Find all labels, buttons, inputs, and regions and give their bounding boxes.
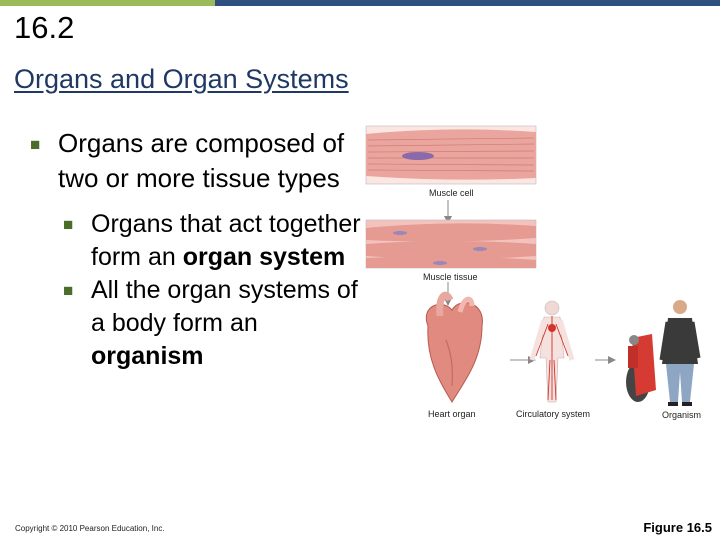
term-organism: organism bbox=[91, 342, 204, 370]
bullet-organs-composed: ■ Organs are composed of two or more tis… bbox=[30, 126, 365, 196]
figure-label: Figure 16.5 bbox=[643, 520, 712, 535]
top-accent-bar-green bbox=[0, 0, 215, 6]
term-organ-system: organ system bbox=[182, 243, 346, 271]
label-muscle-tissue: Muscle tissue bbox=[423, 272, 478, 282]
arrow-right-icon bbox=[608, 356, 616, 364]
top-accent-bar-navy bbox=[215, 0, 720, 6]
label-organism: Organism bbox=[662, 410, 702, 420]
slide-title: Organs and Organ Systems bbox=[14, 64, 349, 94]
subbullet-text: All the organ systems of a body form an bbox=[91, 276, 358, 337]
label-muscle-cell: Muscle cell bbox=[429, 188, 474, 198]
circulatory-system-image bbox=[529, 300, 575, 403]
muscle-cell-image bbox=[365, 125, 537, 185]
square-bullet-icon: ■ bbox=[63, 215, 74, 234]
subbullet-organism: ■ All the organ systems of a body form a… bbox=[63, 274, 365, 373]
label-heart-organ: Heart organ bbox=[428, 409, 476, 419]
subbullet-organ-system: ■ Organs that act together form an organ… bbox=[63, 208, 365, 274]
subbullet-text: Organs that act together form an bbox=[91, 210, 361, 271]
heart-organ-image bbox=[425, 291, 483, 403]
bullet-text: Organs are composed of two or more tissu… bbox=[58, 128, 345, 193]
label-circulatory-system: Circulatory system bbox=[516, 409, 591, 419]
square-bullet-icon: ■ bbox=[63, 281, 74, 300]
square-bullet-icon: ■ bbox=[30, 135, 41, 154]
muscle-tissue-image bbox=[365, 219, 537, 269]
bullet-list: ■ Organs are composed of two or more tis… bbox=[30, 126, 365, 373]
section-number: 16.2 bbox=[14, 10, 75, 45]
organism-image bbox=[626, 300, 701, 406]
copyright-notice: Copyright © 2010 Pearson Education, Inc. bbox=[15, 524, 165, 533]
organization-levels-illustration bbox=[365, 125, 701, 406]
